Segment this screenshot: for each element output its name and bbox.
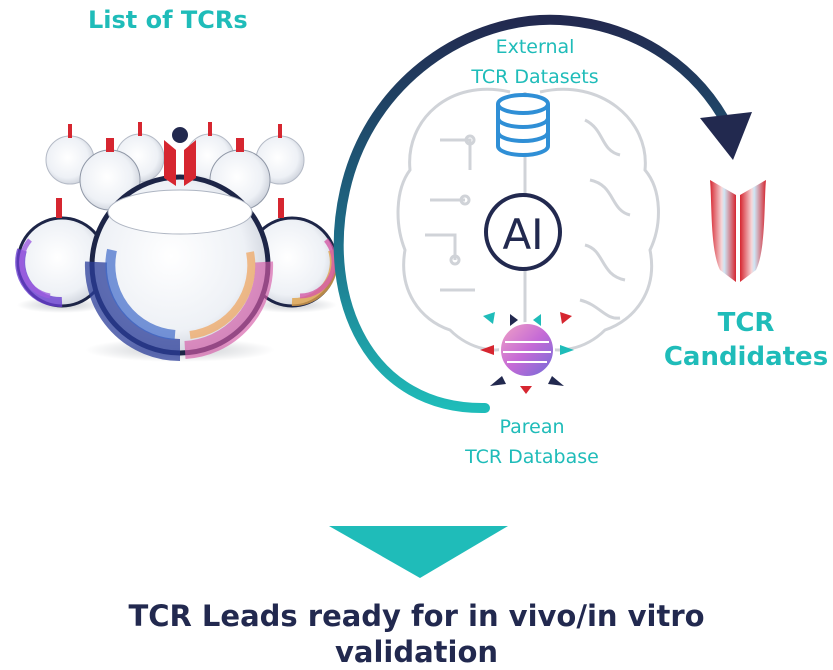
tcr-leads-caption: TCR Leads ready for in vivo/in vitro val… bbox=[0, 598, 833, 670]
ai-badge-icon bbox=[484, 193, 562, 271]
external-line2: TCR Datasets bbox=[471, 66, 599, 88]
ai-label: AI bbox=[502, 210, 543, 259]
down-triangle-arrow-icon bbox=[329, 526, 508, 578]
parean-ball-icon bbox=[480, 312, 574, 394]
parean-line2: TCR Database bbox=[465, 446, 599, 468]
list-of-tcrs-label: List of TCRs bbox=[88, 6, 248, 34]
tcr-sphere-icon bbox=[84, 127, 274, 362]
external-line1: External bbox=[495, 36, 575, 58]
tcr-receptor-icon bbox=[710, 180, 766, 282]
bottom-line2: validation bbox=[334, 635, 499, 669]
parean-line1: Parean bbox=[499, 416, 565, 438]
flow-arc-arrow bbox=[333, 14, 735, 414]
tcr-sphere-icon bbox=[45, 122, 305, 211]
candidates-line2: Candidates bbox=[663, 342, 829, 372]
bottom-line1: TCR Leads ready for in vivo/in vitro bbox=[128, 599, 705, 633]
arrowhead-icon bbox=[700, 112, 752, 160]
candidates-line1: TCR bbox=[717, 308, 775, 338]
parean-database-label: Parean TCR Database bbox=[432, 412, 632, 472]
database-icon bbox=[496, 93, 550, 157]
external-datasets-label: External TCR Datasets bbox=[440, 32, 630, 92]
tcr-candidates-label: TCR Candidates bbox=[656, 306, 833, 374]
